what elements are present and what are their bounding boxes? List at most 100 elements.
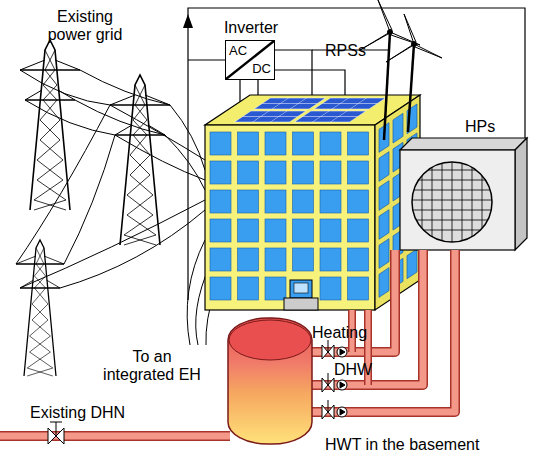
divider-line [226,41,274,79]
power-line [64,135,115,264]
node-text: AC [229,44,247,58]
building-window [210,248,231,271]
pump-symbol [337,380,347,390]
building-window [348,190,369,213]
label-text: DHW [334,361,384,379]
building-window [238,277,259,300]
building-window [320,132,341,155]
pipe [0,431,230,441]
pump-symbol [340,382,345,388]
building-window [348,161,369,184]
hot-water-tank [228,318,312,444]
building-window [293,161,314,184]
building-window [320,277,341,300]
building-window [210,190,231,213]
building [205,95,420,310]
building-window [210,132,369,300]
pump-symbol [340,409,345,415]
building-window [265,161,286,184]
wind-turbine [360,0,420,50]
building-window [238,219,259,242]
wind-turbine [360,0,442,140]
building-window [320,161,341,184]
building-window [348,219,369,242]
valve-symbol [328,400,329,412]
building-window [265,248,286,271]
valve-symbol [56,422,57,436]
building-window [379,268,389,298]
label-text: Existing DHN [30,404,160,422]
heat-pump-unit [400,138,527,254]
pipe [310,250,395,352]
pipe [310,250,423,385]
solar-panel [235,98,386,122]
power-line [25,100,205,180]
control-line [188,59,225,60]
power-tower [16,240,64,376]
heat-pump-unit [400,150,504,254]
building-window [265,190,286,213]
building-window [210,277,231,300]
control-line [188,8,525,300]
heat-pump-unit [400,138,527,150]
label-text: HPs [465,118,515,136]
control-line [183,14,193,28]
building-window [293,219,314,242]
label-text: HWT in the basement [325,436,535,454]
inverter-box: InverterACDC [225,40,275,80]
building-window [238,248,259,271]
building-window [320,248,341,271]
building-window [293,132,314,155]
label-text: Existing power grid [40,8,130,44]
heat-pump-unit [515,138,527,250]
power-tower [20,40,80,210]
label-text: RPSs [325,42,375,60]
power-line [60,210,205,288]
building-window [238,161,259,184]
pump-symbol [337,347,347,357]
building-window [348,277,369,300]
building-window [379,152,389,182]
node-text: DC [252,62,271,76]
heat-pump-unit [400,150,515,250]
building-window [238,132,259,155]
building-window [265,219,286,242]
building-window [393,113,403,143]
building-window [407,249,417,279]
wind-turbine [412,42,417,47]
valve-symbol [50,422,62,423]
solar-panel [235,98,386,122]
building [205,125,375,310]
power-line [75,100,205,190]
inverter-wire [275,50,312,100]
entrance [284,280,318,310]
valve-symbol [328,340,329,352]
power-line [80,70,205,170]
entrance [284,298,318,310]
building-window [210,132,231,155]
building-window [210,219,231,242]
pump-symbol [340,349,345,355]
building-window [348,248,369,271]
label-text: To an integrated EH [100,348,204,384]
wind-turbine [386,14,442,62]
wind-turbine [388,30,393,35]
power-line [16,70,205,288]
power-line [16,105,110,264]
building-window [293,248,314,271]
pump-symbol [337,347,347,417]
wind-turbine [408,44,414,132]
building-window [348,132,369,155]
building-window [379,210,389,240]
pipe [310,250,455,412]
building-window [320,190,341,213]
hot-water-tank [228,318,312,444]
entrance [294,283,308,293]
entrance [290,280,312,298]
node-heading: Inverter [206,19,296,37]
label-text: Heating [312,324,382,342]
power-tower [16,40,170,376]
power-line [20,200,205,288]
